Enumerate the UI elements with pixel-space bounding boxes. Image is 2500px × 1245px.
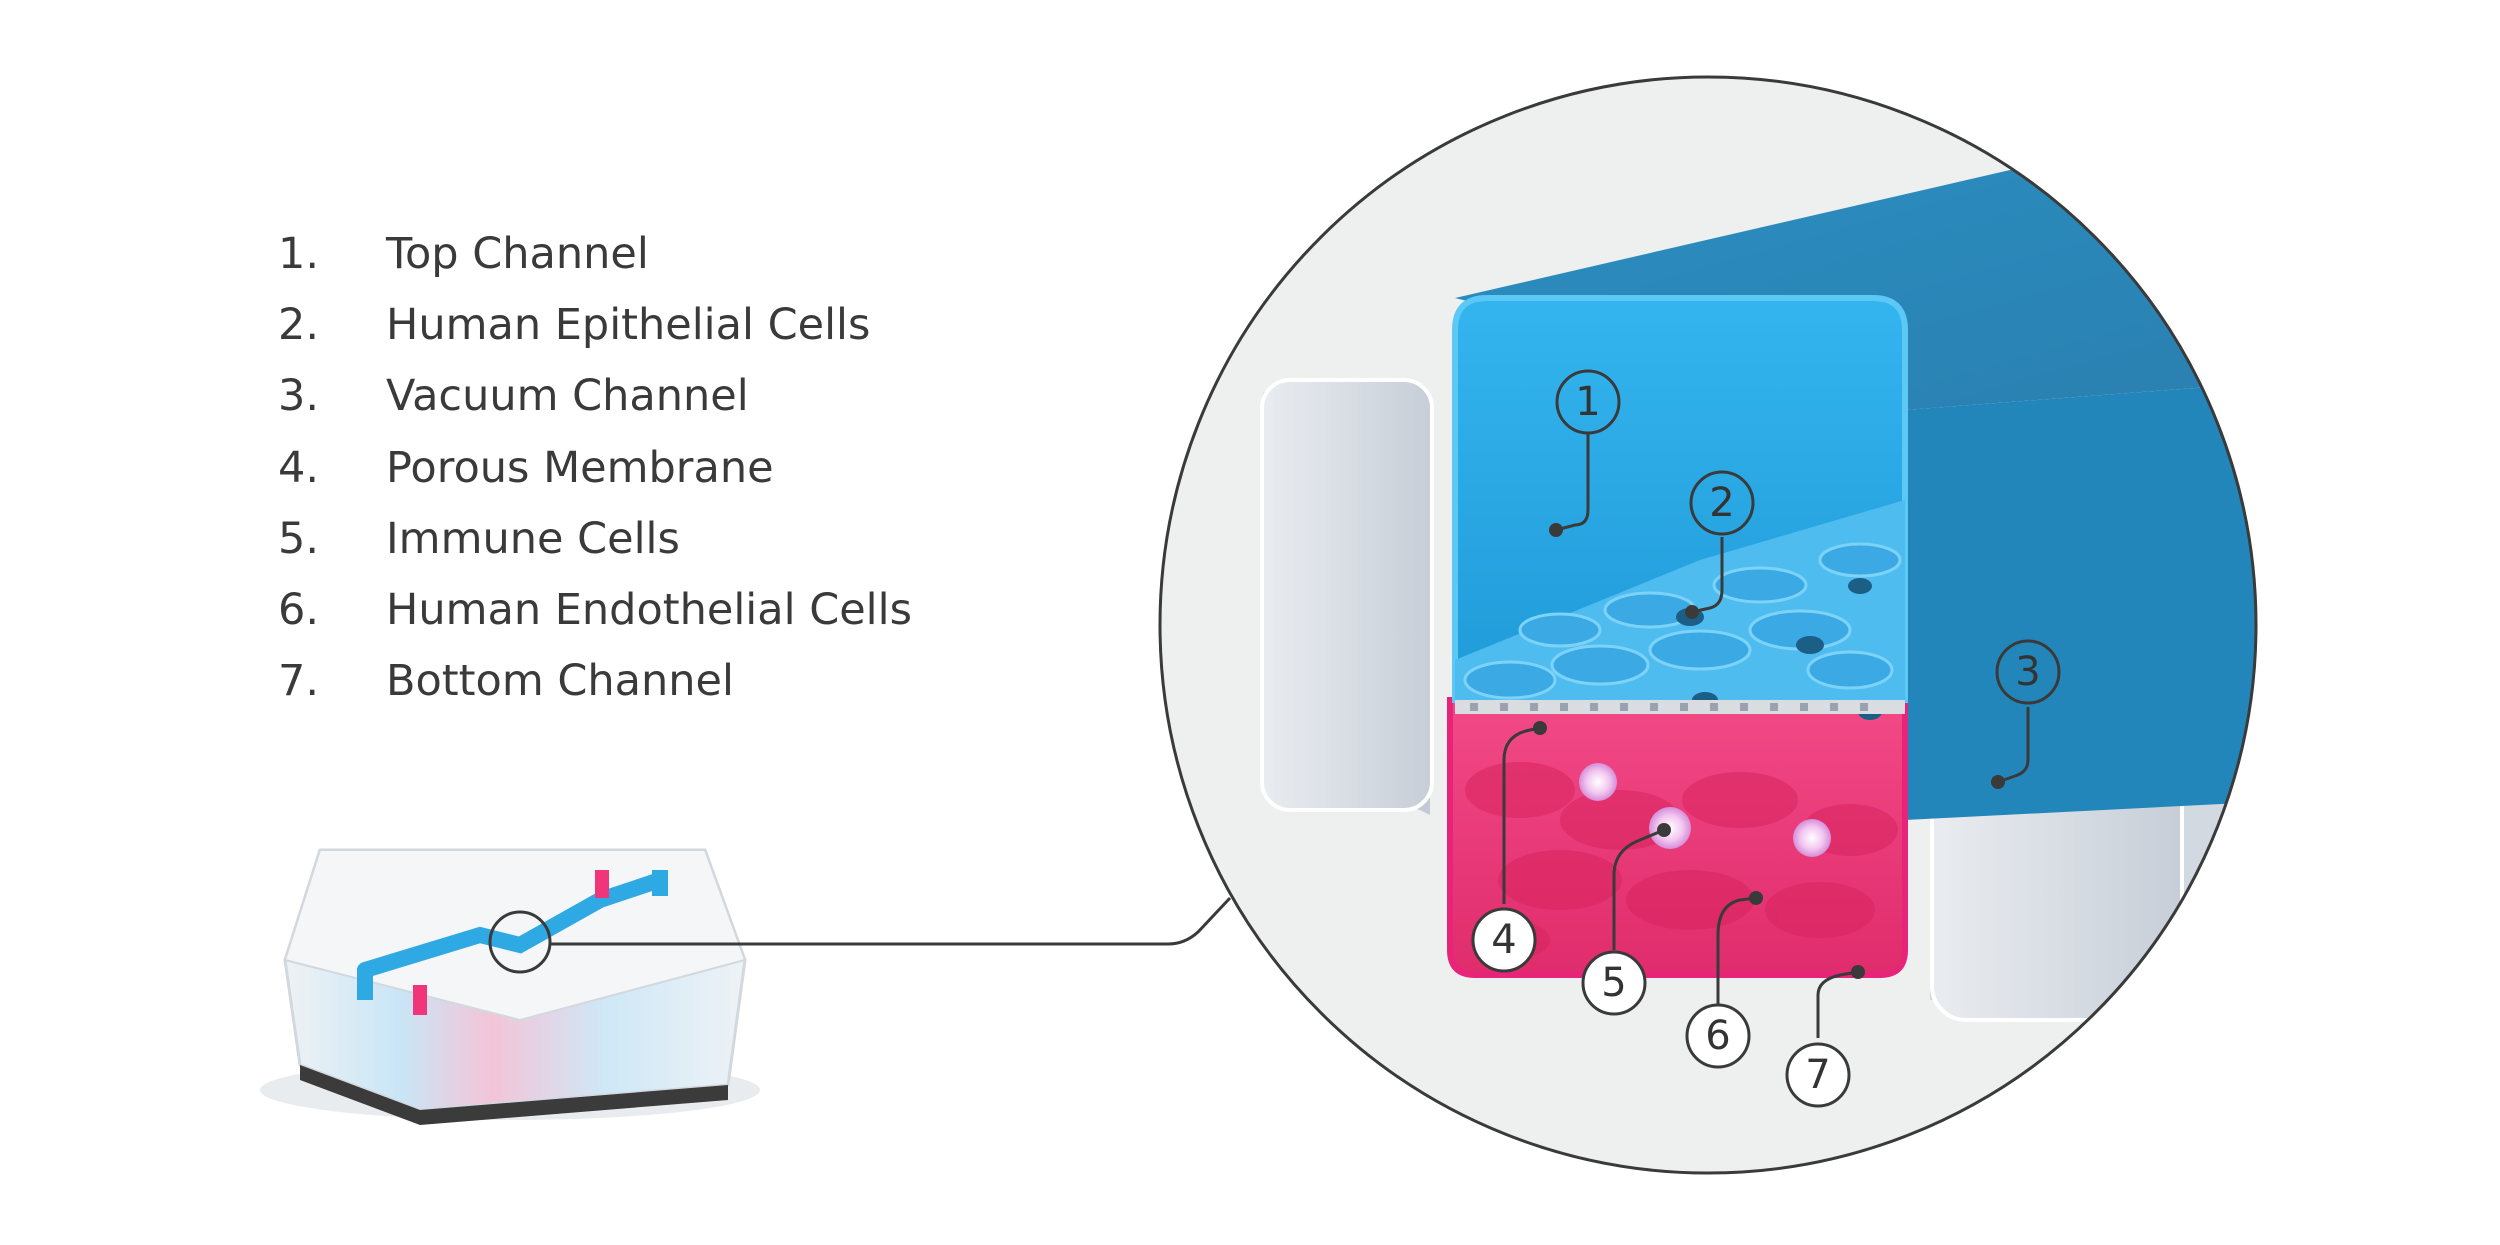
vacuum-channel-left [1260,378,1434,812]
legend-label: Immune Cells [386,513,680,564]
legend-number: 7. [278,656,320,707]
epithelial-cells [1463,542,1902,700]
legend-item-epithelial-cells: 2. Human Epithelial Cells [278,289,912,360]
callout-number: 5 [1601,960,1626,1006]
zoom-leader-line [550,896,1232,946]
immune-cell-icon [1579,763,1617,801]
chip-base [300,1065,728,1125]
legend-list: 1. Top Channel 2. Human Epithelial Cells 3… [278,218,912,717]
legend-item-bottom-channel: 7. Bottom Channel [278,646,912,717]
legend-number: 1. [278,228,320,279]
legend-label: Vacuum Channel [386,371,749,422]
immune-cell-icon [1793,819,1831,857]
callout-6: 6 [1685,1003,1751,1069]
callout-number: 2 [1709,480,1734,526]
legend-number: 4. [278,442,320,493]
callout-2: 2 [1689,470,1755,536]
chip-zoom-circle [488,910,552,974]
zoom-view [1158,75,2258,1175]
callout-number: 3 [2015,649,2040,695]
membrane-pores [1470,703,1868,711]
top-channel-side [1905,380,2256,820]
legend-item-vacuum-channel: 3. Vacuum Channel [278,361,912,432]
legend-item-endothelial-cells: 6. Human Endothelial Cells [278,574,912,645]
chip-bottom-outlet-icon [595,870,609,898]
callout-5: 5 [1581,950,1647,1016]
callout-number: 6 [1705,1013,1730,1059]
zoom-outline [1158,75,2258,1175]
chip-bottom-inlet-icon [413,985,427,1015]
chip-inlet-icon [357,968,373,1000]
callout-leaders [1502,433,2030,1038]
legend-label: Porous Membrane [386,442,774,493]
chip-outlet-icon [652,870,668,896]
chip-overview [260,848,760,1125]
legend-number: 6. [278,585,320,636]
chip-top-channel [357,872,668,978]
legend-label: Top Channel [386,228,649,279]
legend-label: Human Endothelial Cells [386,585,912,636]
callout-4: 4 [1471,907,1537,973]
legend-number: 5. [278,513,320,564]
legend-label: Human Epithelial Cells [386,299,871,350]
legend-item-porous-membrane: 4. Porous Membrane [278,432,912,503]
legend-number: 3. [278,371,320,422]
legend-item-immune-cells: 5. Immune Cells [278,503,912,574]
legend-item-top-channel: 1. Top Channel [278,218,912,289]
callout-dots [1533,523,2005,979]
callout-number: 1 [1575,379,1600,425]
legend-label: Bottom Channel [386,656,734,707]
callout-7: 7 [1785,1042,1851,1108]
callout-number: 4 [1491,917,1516,963]
callout-1: 1 [1555,369,1621,435]
callout-number: 7 [1805,1052,1830,1098]
callout-3: 3 [1995,639,2061,705]
legend-number: 2. [278,299,320,350]
